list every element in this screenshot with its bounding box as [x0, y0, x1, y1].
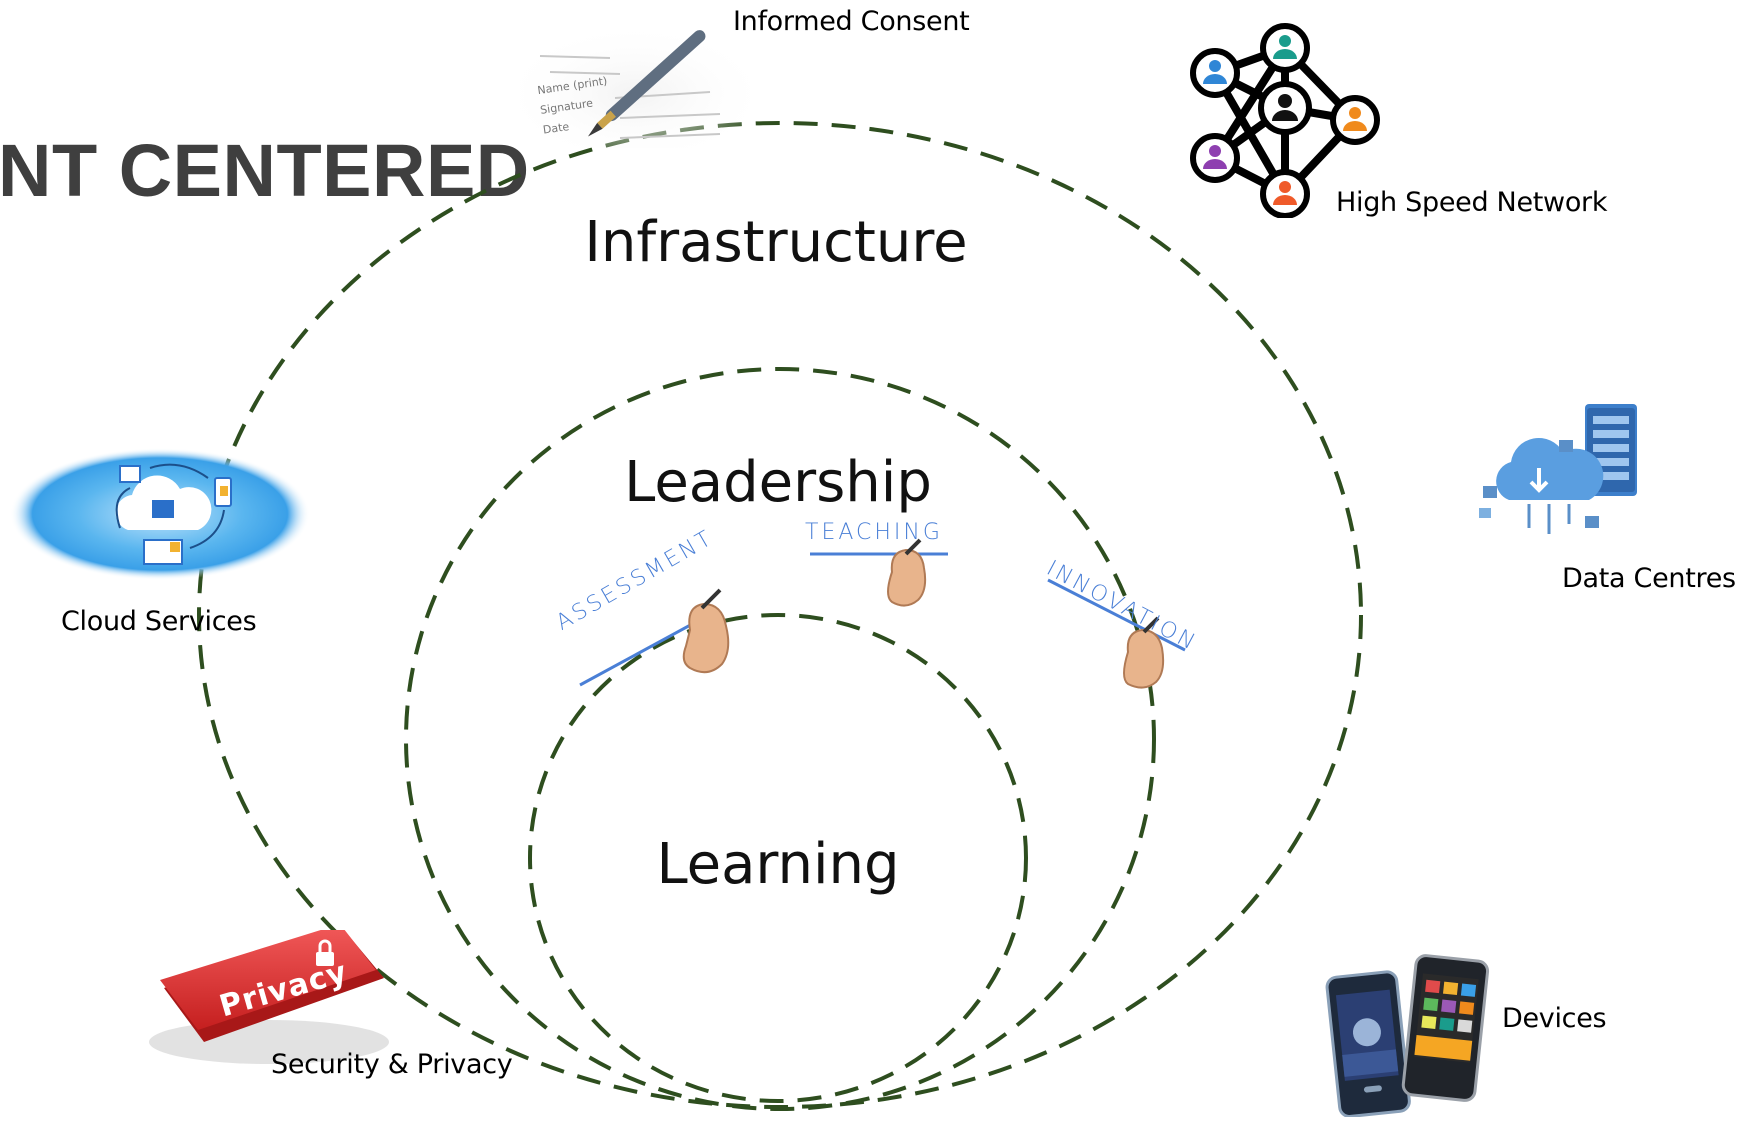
- inner-ring: [528, 613, 1028, 1103]
- middle-ring: [404, 367, 1156, 1111]
- word-teaching: TEACHING: [805, 520, 943, 545]
- privacy-key-icon: [144, 924, 394, 1070]
- label-data-centres: Data Centres: [1562, 563, 1736, 594]
- label-high-speed-network: High Speed Network: [1336, 187, 1608, 218]
- label-security-privacy: Security & Privacy: [271, 1049, 513, 1080]
- server-cloud-icon: [1475, 400, 1655, 550]
- ring-label-learning: Learning: [656, 832, 900, 897]
- ring-label-infrastructure: Infrastructure: [584, 210, 968, 275]
- page-title: NT CENTERED: [0, 129, 530, 212]
- pen-signature-icon: [520, 18, 750, 148]
- label-cloud-services: Cloud Services: [61, 606, 257, 637]
- ring-label-leadership: Leadership: [624, 450, 932, 515]
- label-devices: Devices: [1502, 1003, 1607, 1034]
- consent-sheet-lines: Name (print) Signature Date: [536, 71, 614, 140]
- label-informed-consent: Informed Consent: [733, 6, 970, 37]
- assessment-hand-icon: [560, 560, 760, 710]
- mobile-phones-icon: [1325, 952, 1490, 1118]
- teaching-hand-icon: [800, 520, 960, 620]
- cloud-sync-icon: [10, 448, 310, 584]
- people-network-icon: [1185, 18, 1395, 219]
- innovation-hand-icon: [1040, 550, 1210, 700]
